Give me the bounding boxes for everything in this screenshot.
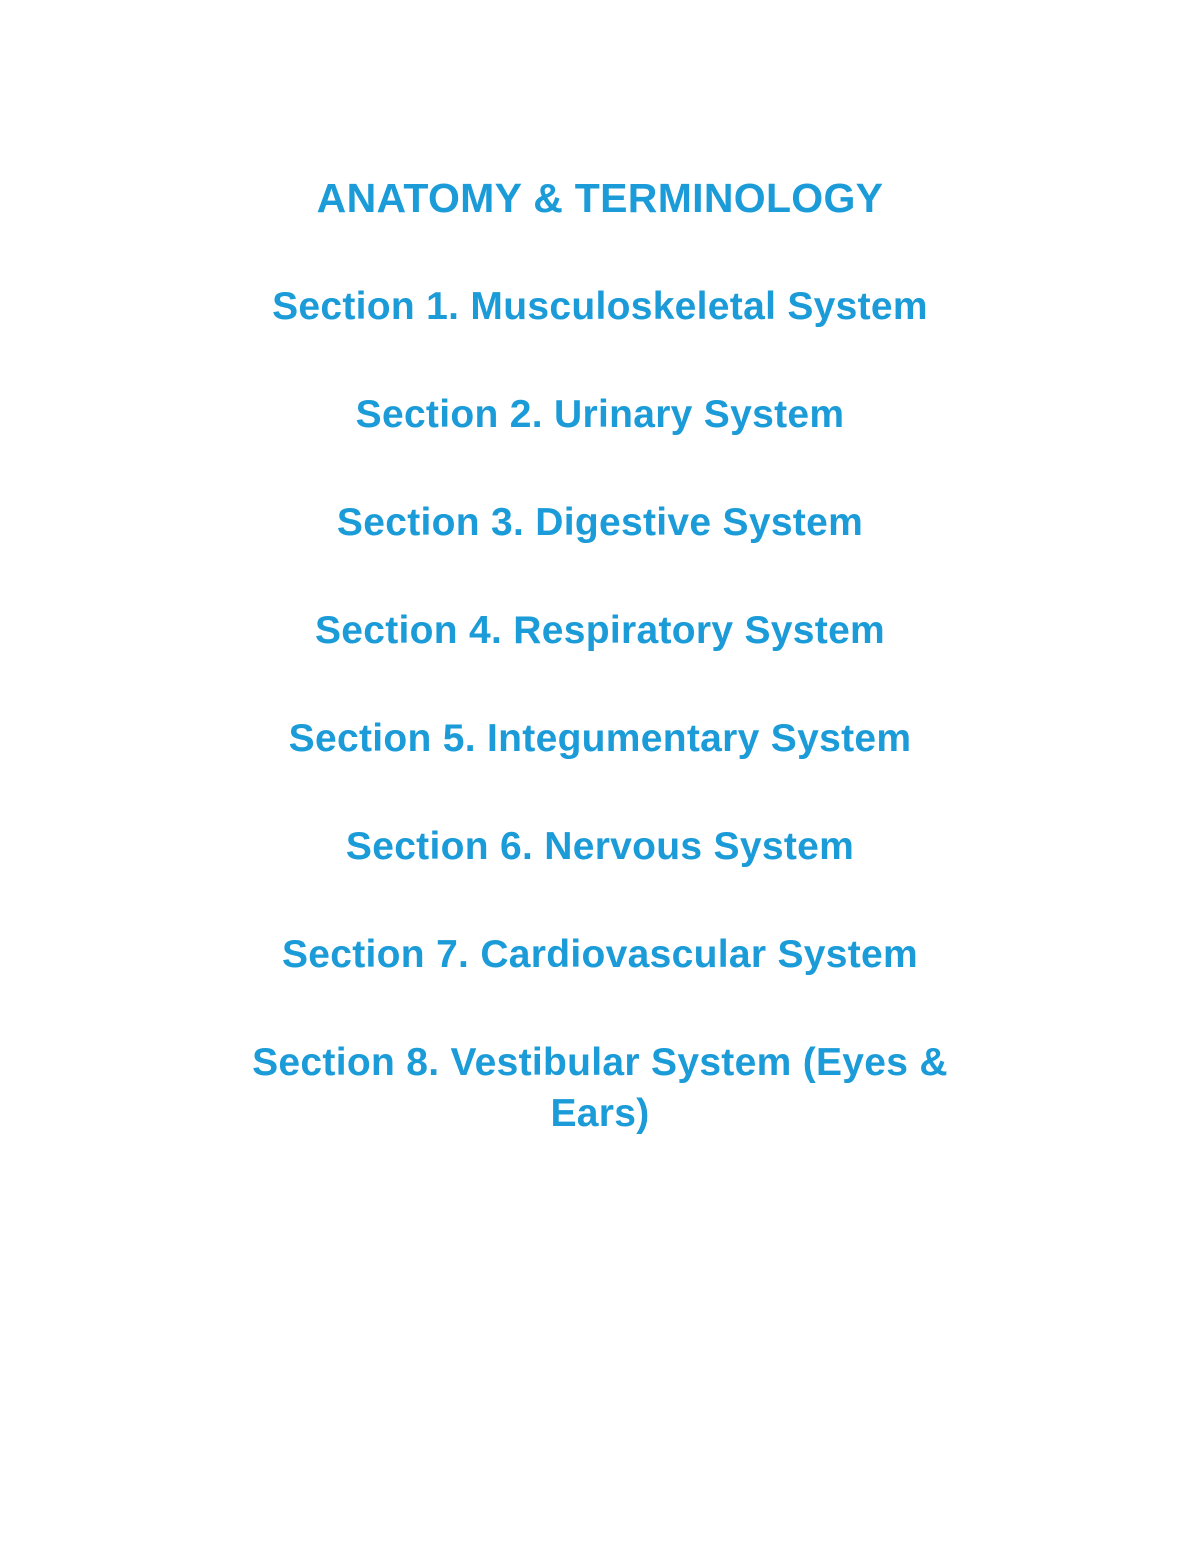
section-heading-6-text: Section 6. Nervous System xyxy=(345,825,855,868)
section-heading-5: Section 5. Integumentary System xyxy=(96,713,1104,764)
section-heading-3: Section 3. Digestive System xyxy=(96,497,1104,548)
section-heading-2-text: Section 2. Urinary System xyxy=(355,393,845,436)
section-heading-7-text: Section 7. Cardiovascular System xyxy=(281,933,919,976)
section-heading-5-text: Section 5. Integumentary System xyxy=(288,717,912,760)
section-heading-8: Section 8. Vestibular System (Eyes & Ear… xyxy=(96,1037,1104,1139)
section-heading-4-text: Section 4. Respiratory System xyxy=(314,609,886,652)
section-heading-8-text: Section 8. Vestibular System (Eyes & Ear… xyxy=(252,1041,948,1135)
section-heading-7: Section 7. Cardiovascular System xyxy=(96,929,1104,980)
page-title-text: ANATOMY & TERMINOLOGY xyxy=(316,175,884,221)
document-body: ANATOMY & TERMINOLOGY Section 1. Musculo… xyxy=(96,150,1104,1139)
page-title: ANATOMY & TERMINOLOGY xyxy=(96,150,1104,224)
section-heading-6: Section 6. Nervous System xyxy=(96,821,1104,872)
section-heading-2: Section 2. Urinary System xyxy=(96,389,1104,440)
section-heading-1: Section 1. Musculoskeletal System xyxy=(96,281,1104,332)
section-heading-4: Section 4. Respiratory System xyxy=(96,605,1104,656)
section-heading-3-text: Section 3. Digestive System xyxy=(336,501,864,544)
section-heading-1-text: Section 1. Musculoskeletal System xyxy=(272,285,928,328)
